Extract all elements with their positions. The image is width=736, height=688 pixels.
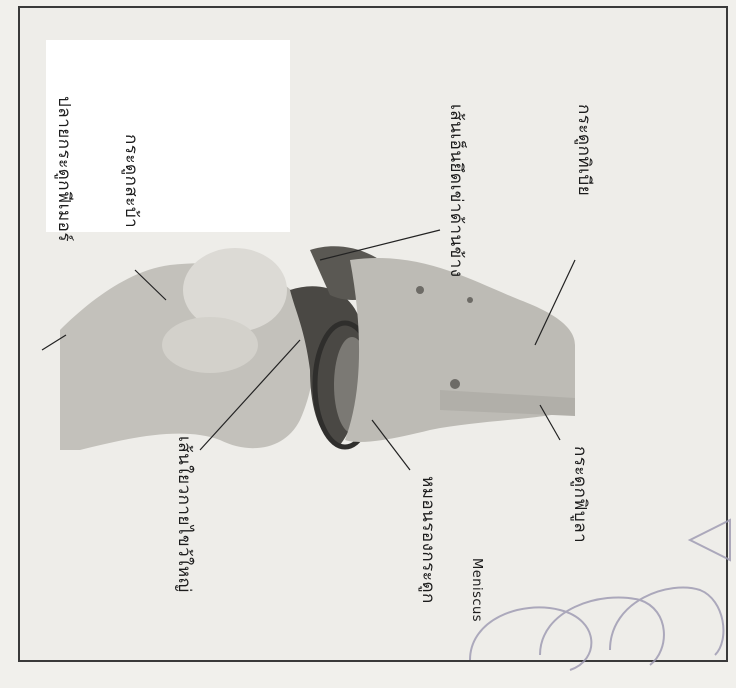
label-fibula: กระดูกฟิบูลา [567,446,594,543]
label-meniscus-en: Meniscus [469,558,484,622]
label-kneecap: กระดูกสะบ้า [118,134,145,228]
label-tibia: กระดูกทิเบีย [571,104,598,196]
label-cruciate-ligament: เส้นใยวกายไขว้ใหญ่ [171,436,198,593]
kneecap-bone [162,317,258,373]
label-meniscus-thai: หมอนรองกระดูก [415,476,442,604]
label-ligament: เส้นเอ็นยึดเข่าด้านข้าง [443,104,470,278]
label-femur-end: ปลายกระดูกฟีเมอร์ [51,96,78,242]
watermark [470,520,730,670]
